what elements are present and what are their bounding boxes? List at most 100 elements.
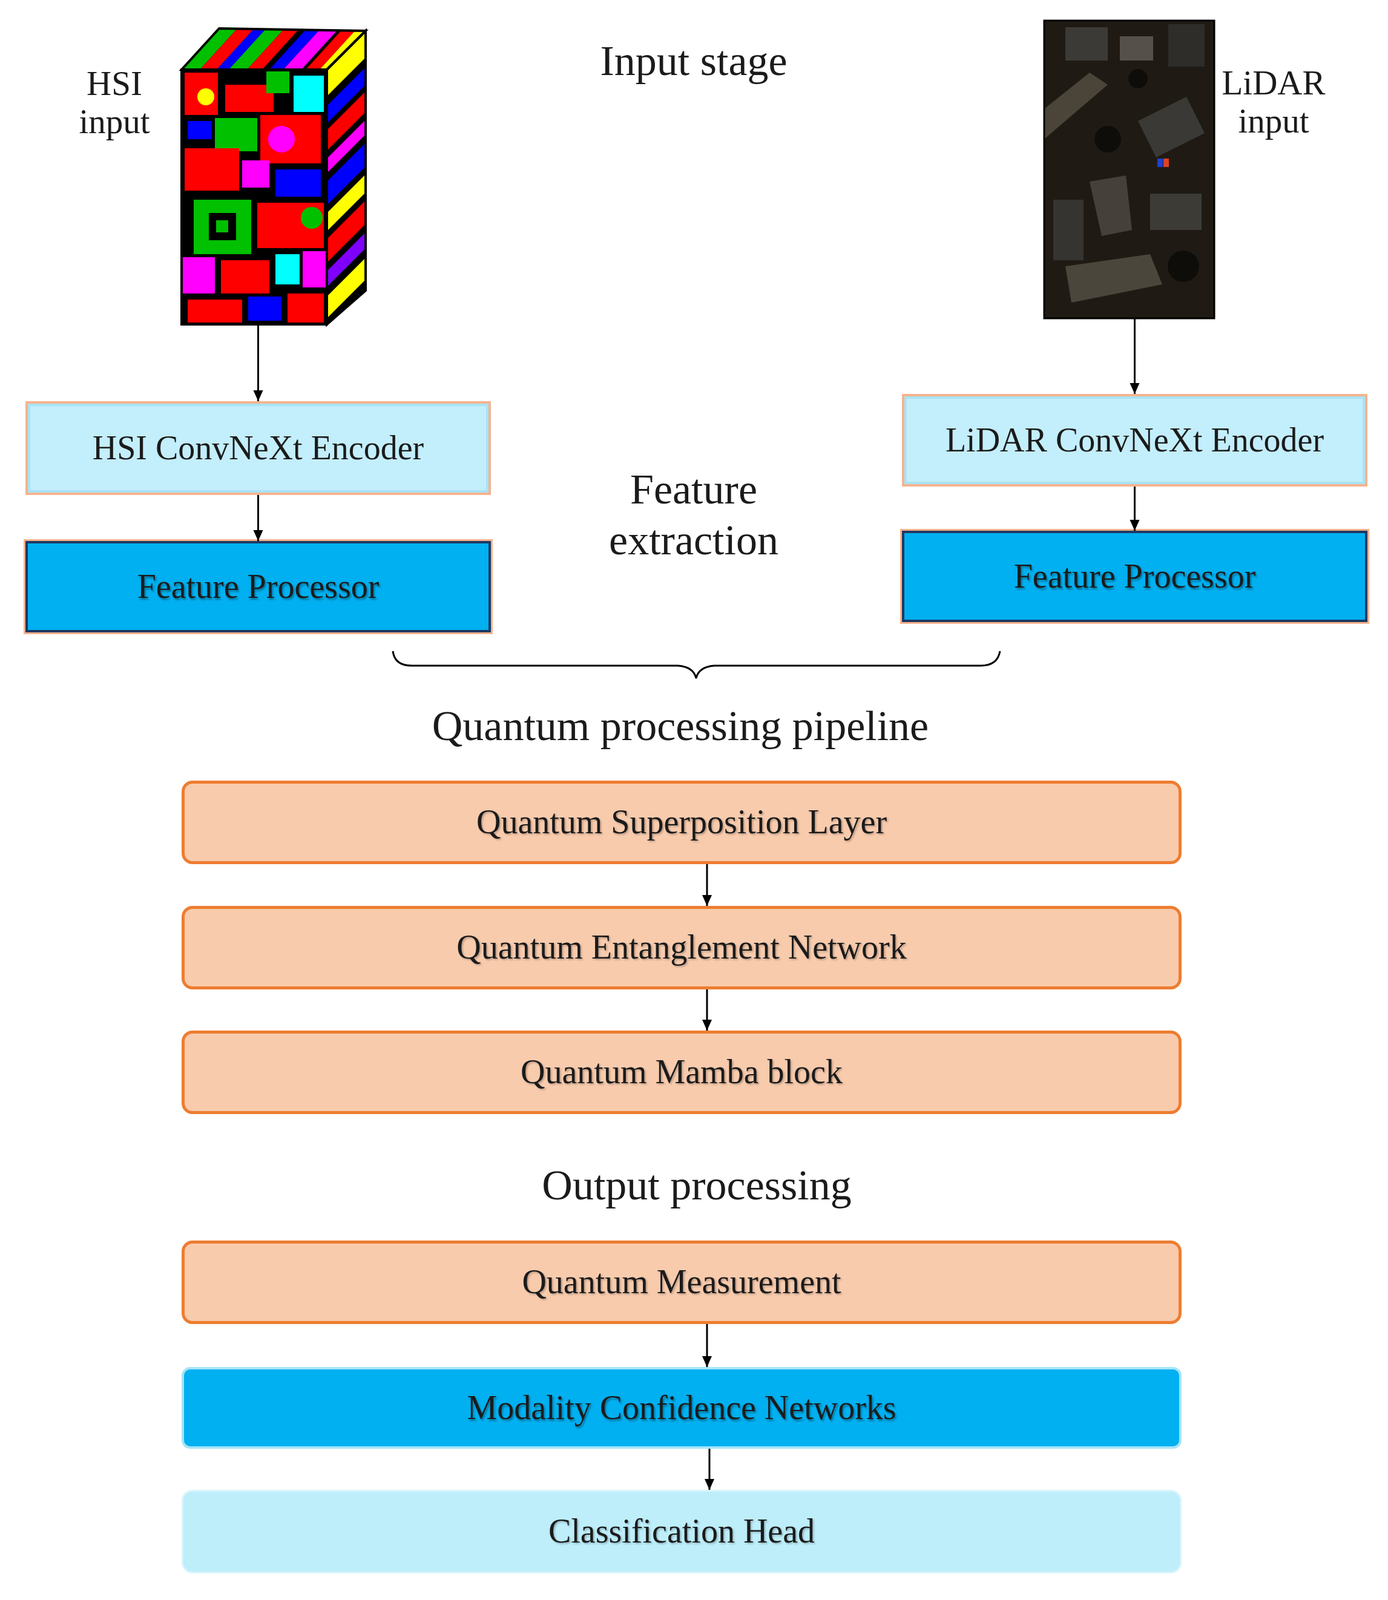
class-region — [302, 251, 327, 288]
section-heading: Input stage — [481, 35, 906, 87]
box-label: Classification Head — [542, 1513, 821, 1551]
encoder-box: LiDAR ConvNeXt Encoder — [901, 394, 1368, 487]
arrow-line — [1133, 318, 1136, 395]
lidar-marker — [1157, 158, 1163, 168]
quantum-box: Quantum Measurement — [181, 1240, 1182, 1325]
flow-arrow — [702, 1324, 712, 1368]
lidar-roof — [1119, 36, 1154, 61]
class-region — [293, 75, 324, 112]
arrow-head — [253, 530, 264, 542]
processor-box: Feature Processor — [25, 541, 491, 633]
class-region — [214, 118, 258, 152]
processor-box: Feature Processor — [901, 530, 1368, 623]
lidar-road — [1065, 254, 1163, 303]
class-region — [287, 293, 324, 323]
class-region — [242, 160, 270, 188]
class-region — [187, 121, 212, 140]
encoder-box: HSI ConvNeXt Encoder — [25, 401, 491, 496]
lidar-border — [1044, 20, 1215, 319]
section-heading: Quantum processing pipeline — [286, 700, 1074, 752]
section-heading: Output processing — [394, 1160, 1000, 1212]
box-label: HSI ConvNeXt Encoder — [86, 429, 430, 468]
class-region — [275, 169, 321, 197]
class-region — [184, 148, 240, 191]
arrow-head — [704, 1479, 715, 1491]
arrow-head — [1130, 383, 1140, 395]
cube-edge — [181, 69, 327, 325]
flow-arrow — [704, 1449, 715, 1491]
hsi-cube — [175, 24, 376, 330]
flow-arrow — [1130, 486, 1140, 531]
arrow-line — [706, 1324, 709, 1368]
arrow-line — [706, 864, 709, 907]
box-label: Feature Processor — [1007, 558, 1263, 596]
quantum-box: Quantum Superposition Layer — [181, 780, 1182, 865]
box-label: Quantum Measurement — [515, 1263, 847, 1302]
arrow-line — [708, 1449, 711, 1491]
lidar-roof — [1089, 175, 1132, 237]
cube-front-face — [181, 69, 327, 325]
box-label: Modality Confidence Networks — [460, 1389, 902, 1428]
cube-stripe — [326, 257, 366, 319]
class-region — [181, 257, 215, 294]
flow-arrow — [253, 324, 264, 402]
lidar-tree — [1128, 69, 1148, 89]
arrow-head — [702, 895, 712, 907]
arrow-head — [702, 1356, 712, 1368]
class-region — [197, 88, 215, 106]
input-image: HSI input — [181, 28, 366, 325]
quantum-box: Quantum Mamba block — [181, 1030, 1182, 1115]
quantum-box: Quantum Entanglement Network — [181, 906, 1182, 990]
class-region — [266, 71, 290, 94]
cube-front-bg — [181, 69, 327, 325]
box-label: Quantum Entanglement Network — [450, 929, 913, 967]
arrow-head — [1130, 519, 1140, 531]
input-image: LiDAR input — [1044, 20, 1215, 319]
arrow-head — [702, 1019, 712, 1031]
flow-arrow — [1130, 318, 1140, 395]
class-region — [216, 220, 229, 233]
lidar-tree — [1094, 125, 1122, 153]
arrow-line — [1133, 486, 1136, 531]
classifier-box: Classification Head — [181, 1490, 1182, 1574]
class-region — [257, 202, 324, 249]
lidar-roof — [1138, 96, 1205, 158]
class-region — [268, 125, 295, 153]
input-label: HSI input — [65, 64, 163, 141]
flow-arrow — [702, 989, 712, 1031]
flow-arrow — [253, 495, 264, 542]
lidar-roof — [1150, 193, 1202, 231]
class-region — [275, 254, 300, 285]
box-label: Quantum Mamba block — [514, 1053, 849, 1092]
lidar-roof — [1053, 199, 1084, 261]
box-label: LiDAR ConvNeXt Encoder — [939, 421, 1330, 460]
lidar-roof — [1065, 27, 1108, 61]
cube-edge — [181, 28, 366, 70]
box-label: Feature Processor — [131, 568, 386, 606]
class-region — [193, 199, 252, 255]
lidar-image — [1044, 20, 1215, 319]
class-region — [208, 213, 237, 241]
section-heading: Feature extraction — [584, 464, 803, 566]
lidar-road — [1044, 72, 1108, 140]
confidence-box: Modality Confidence Networks — [181, 1367, 1182, 1450]
lidar-bg — [1044, 20, 1215, 319]
class-region — [187, 299, 243, 323]
box-label: Quantum Superposition Layer — [470, 803, 893, 842]
curly-brace — [392, 651, 1000, 679]
arrow-line — [706, 989, 709, 1031]
arrow-line — [257, 495, 260, 542]
class-region — [300, 207, 323, 229]
lidar-marker — [1163, 158, 1169, 168]
lidar-roof — [1168, 24, 1205, 67]
input-label: LiDAR input — [1213, 64, 1335, 140]
arrow-line — [257, 324, 260, 402]
class-region — [220, 260, 270, 294]
class-region — [260, 115, 321, 164]
class-region — [248, 296, 282, 321]
arrow-head — [253, 390, 264, 402]
cube-right-bg — [323, 27, 370, 330]
cube-right-face — [323, 27, 370, 330]
lidar-tree — [1167, 250, 1200, 283]
